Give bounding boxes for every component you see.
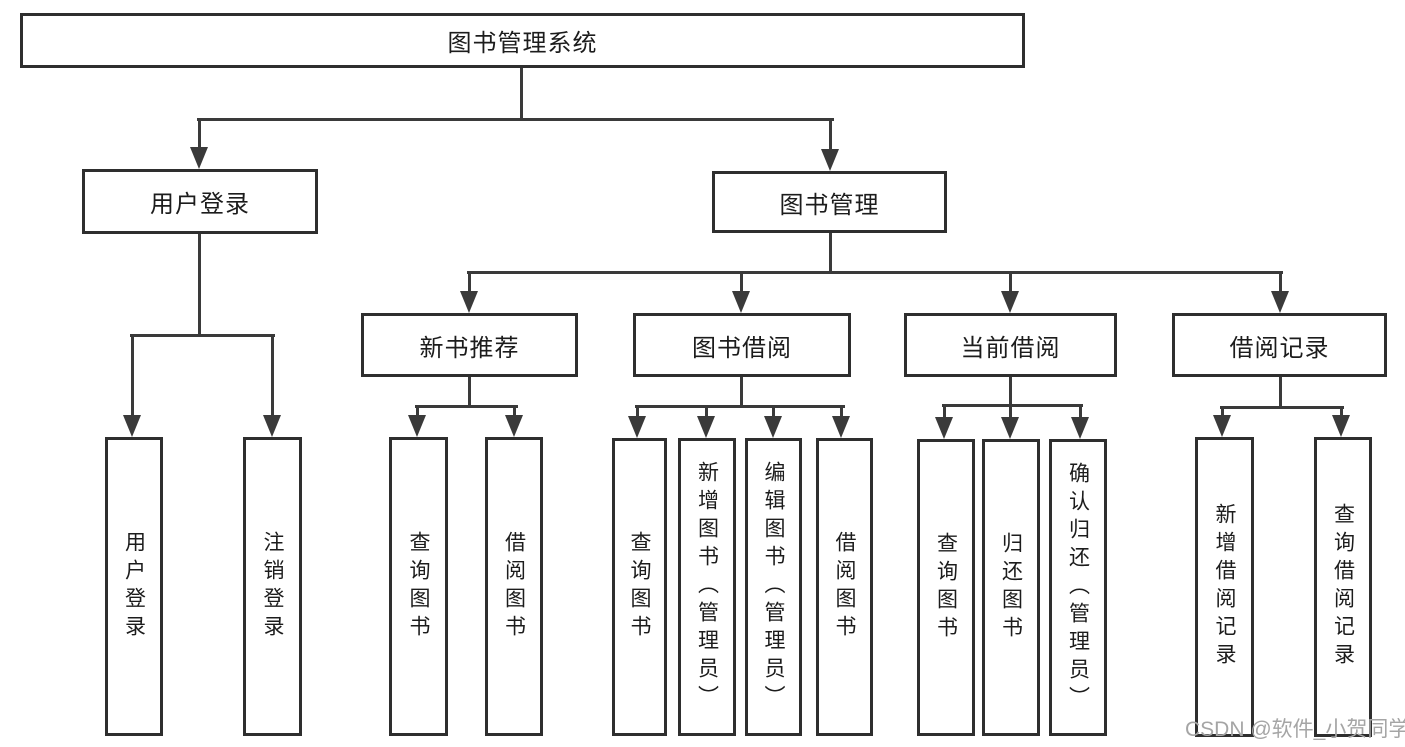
connector-line (415, 405, 518, 408)
connector-line (1009, 377, 1012, 407)
leaf-records-add-label: 新增借阅记录 (1213, 503, 1236, 671)
connector-line (198, 234, 201, 337)
leaf-newbooks-query-label: 查询图书 (407, 530, 430, 643)
arrow-down-icon (1213, 415, 1231, 437)
connector-line (829, 118, 832, 152)
connector-line (468, 271, 471, 293)
connector-line (197, 118, 834, 121)
leaf-logout: 注销登录 (243, 437, 302, 736)
connector-line (705, 405, 708, 418)
connector-line (520, 68, 523, 121)
csdn-watermark: CSDN @软件_小贺同学 (1185, 718, 1405, 741)
leaf-borrowing-edit-label: 编辑图书（管理员） (762, 461, 785, 713)
node-user-login: 用户登录 (82, 169, 318, 234)
connector-line (1009, 404, 1012, 418)
arrow-down-icon (408, 415, 426, 437)
leaf-borrowing-edit: 编辑图书（管理员） (745, 438, 802, 736)
root-node-label: 图书管理系统 (447, 30, 598, 57)
arrow-down-icon (123, 415, 141, 437)
leaf-borrowing-borrow-label: 借阅图书 (833, 531, 856, 643)
arrow-down-icon (190, 147, 208, 169)
connector-line (468, 377, 471, 408)
arrow-down-icon (832, 416, 850, 438)
arrow-down-icon (460, 291, 478, 313)
connector-line (943, 404, 946, 418)
node-new-book-recommend: 新书推荐 (361, 313, 578, 377)
connector-line (467, 271, 1283, 274)
leaf-records-query-label: 查询借阅记录 (1331, 503, 1355, 671)
arrow-down-icon (1271, 291, 1289, 313)
node-book-borrowing-label: 图书借阅 (692, 334, 792, 362)
node-book-management-label: 图书管理 (779, 191, 880, 219)
leaf-user-login-label: 用户登录 (122, 530, 146, 643)
node-book-management: 图书管理 (712, 171, 947, 233)
arrow-down-icon (505, 415, 523, 437)
arrow-down-icon (764, 416, 782, 438)
connector-line (829, 233, 832, 274)
connector-line (1279, 271, 1282, 293)
connector-line (740, 271, 743, 293)
leaf-current-confirm-return: 确认归还（管理员） (1049, 439, 1107, 736)
leaf-newbooks-borrow-label: 借阅图书 (502, 530, 526, 643)
arrow-down-icon (1071, 417, 1089, 439)
node-user-login-label: 用户登录 (150, 191, 250, 218)
leaf-borrowing-add: 新增图书（管理员） (678, 438, 736, 736)
connector-line (636, 405, 639, 418)
node-borrow-records: 借阅记录 (1172, 313, 1387, 377)
node-current-borrowing: 当前借阅 (904, 313, 1117, 377)
leaf-user-login: 用户登录 (105, 437, 163, 736)
root-node-library-system: 图书管理系统 (20, 13, 1025, 68)
leaf-borrowing-borrow: 借阅图书 (816, 438, 873, 736)
node-borrow-records-label: 借阅记录 (1229, 334, 1330, 362)
leaf-records-add: 新增借阅记录 (1195, 437, 1254, 737)
arrow-down-icon (1001, 291, 1019, 313)
connector-line (840, 405, 843, 418)
node-book-borrowing: 图书借阅 (633, 313, 851, 377)
connector-line (635, 405, 845, 408)
connector-line (131, 334, 134, 419)
connector-line (1279, 377, 1282, 409)
arrow-down-icon (697, 416, 715, 438)
arrow-down-icon (935, 417, 953, 439)
leaf-borrowing-query-label: 查询图书 (628, 531, 651, 643)
connector-line (942, 404, 1083, 407)
connector-line (1221, 406, 1224, 417)
leaf-current-confirm-return-label: 确认归还（管理员） (1066, 461, 1090, 714)
leaf-borrowing-add-label: 新增图书（管理员） (695, 461, 719, 713)
leaf-newbooks-query: 查询图书 (389, 437, 448, 736)
connector-line (1340, 406, 1343, 417)
connector-line (271, 334, 274, 419)
leaf-current-query: 查询图书 (917, 439, 975, 736)
leaf-records-query: 查询借阅记录 (1314, 437, 1372, 737)
leaf-newbooks-borrow: 借阅图书 (485, 437, 543, 736)
leaf-current-return-label: 归还图书 (999, 531, 1023, 644)
node-new-book-recommend-label: 新书推荐 (419, 334, 520, 362)
connector-line (1079, 404, 1082, 418)
connector-line (130, 334, 275, 337)
connector-line (416, 405, 419, 418)
arrow-down-icon (821, 149, 839, 171)
connector-line (198, 118, 201, 150)
connector-line (1009, 271, 1012, 293)
connector-line (513, 405, 516, 418)
connector-line (772, 405, 775, 418)
connector-line (740, 377, 743, 408)
leaf-current-query-label: 查询图书 (934, 531, 958, 644)
arrow-down-icon (263, 415, 281, 437)
node-current-borrowing-label: 当前借阅 (960, 334, 1061, 362)
leaf-current-return: 归还图书 (982, 439, 1040, 736)
arrow-down-icon (732, 291, 750, 313)
leaf-borrowing-query: 查询图书 (612, 438, 667, 736)
connector-line (1220, 406, 1344, 409)
arrow-down-icon (1332, 415, 1350, 437)
arrow-down-icon (628, 416, 646, 438)
arrow-down-icon (1001, 417, 1019, 439)
leaf-logout-label: 注销登录 (261, 530, 284, 643)
